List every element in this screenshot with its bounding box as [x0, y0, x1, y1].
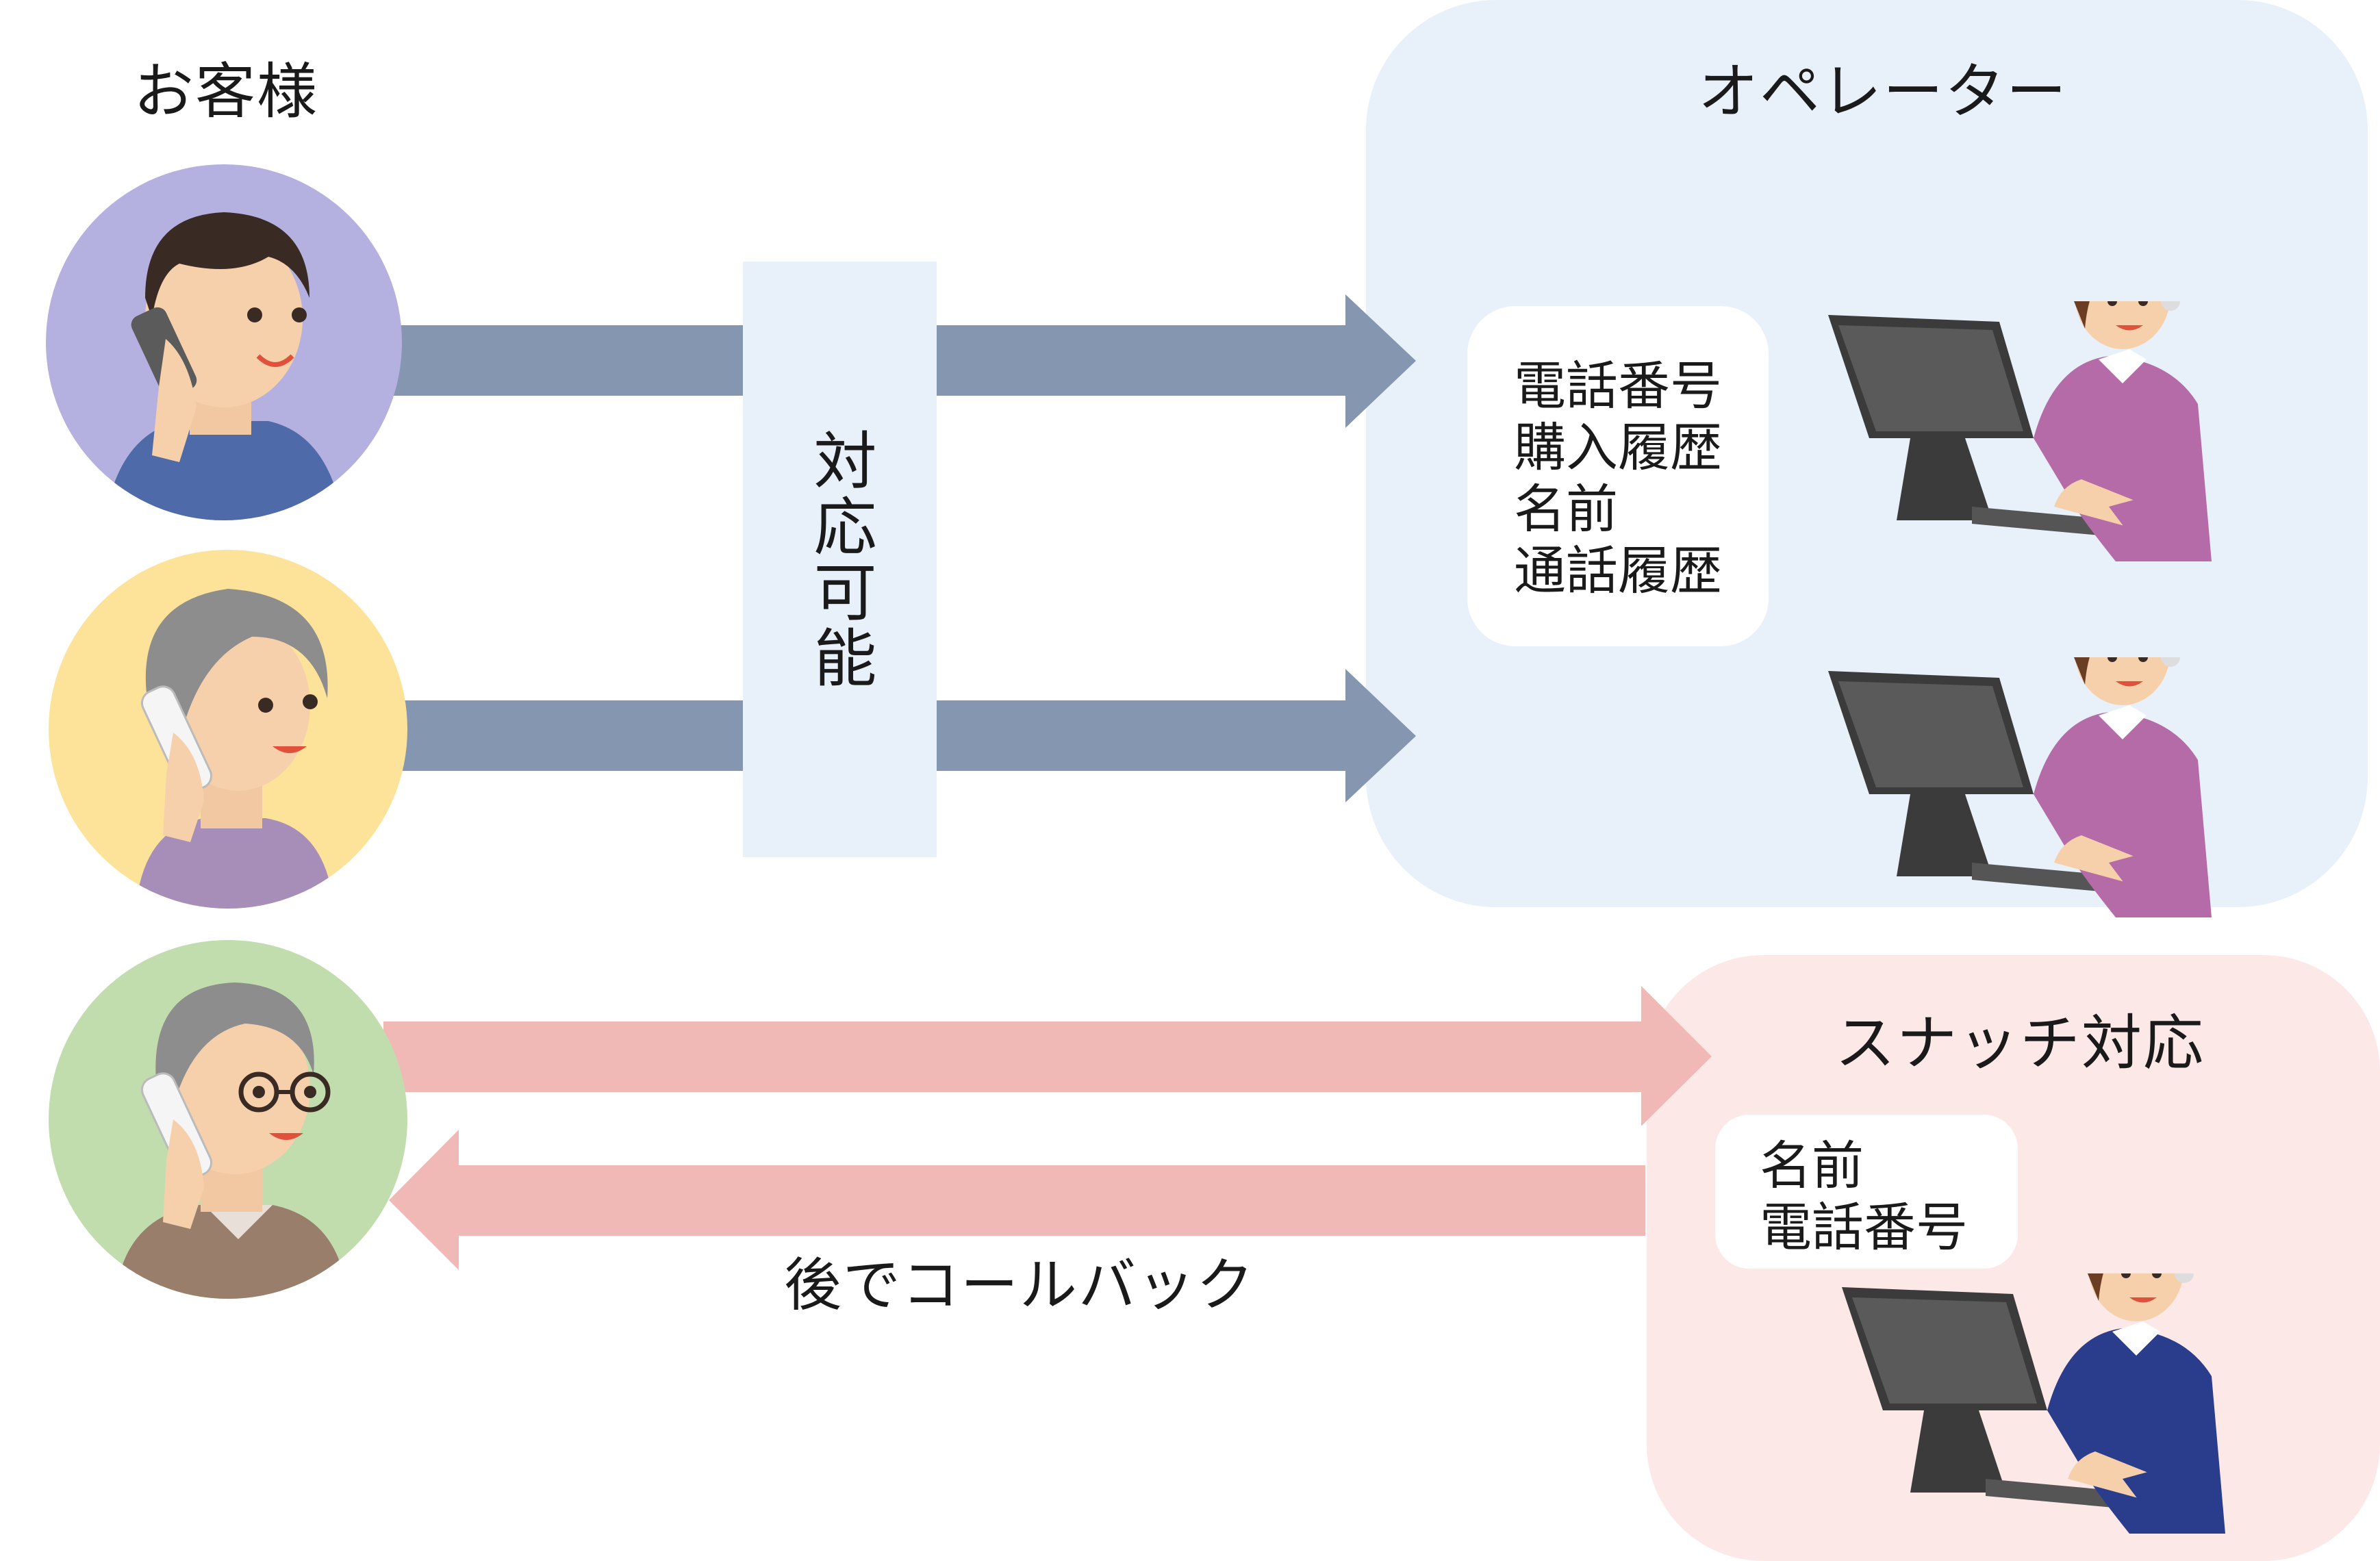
blue-arrow-2	[383, 669, 1416, 802]
young-man-on-phone-icon	[46, 164, 402, 520]
info-line: 名前	[1514, 479, 1618, 540]
pink-arrow-left	[389, 1130, 1645, 1270]
operator-icon-1	[1828, 219, 2239, 575]
operator-info-card: 電話番号 購入履歴 名前 通話履歴	[1467, 306, 1769, 646]
operator-icon-2	[1828, 575, 2239, 931]
snatch-title: スナッチ対応	[1835, 1008, 2205, 1078]
availability-label: 対応可能	[803, 428, 876, 691]
elderly-man-with-glasses-on-phone-icon	[49, 940, 407, 1299]
info-line: 通話履歴	[1514, 540, 1722, 601]
blue-arrow-1	[383, 294, 1416, 428]
elderly-woman-on-phone-icon	[49, 550, 407, 909]
operators-title: オペレーター	[1698, 56, 2068, 127]
info-line: 購入履歴	[1514, 417, 1722, 478]
info-line: 電話番号	[1760, 1197, 1968, 1258]
snatch-info-card: 名前 電話番号	[1715, 1115, 2018, 1269]
availability-box	[743, 262, 937, 857]
pink-arrow-right	[383, 986, 1712, 1126]
info-line: 電話番号	[1514, 355, 1722, 416]
customers-title: お客様	[134, 56, 319, 127]
info-line: 名前	[1760, 1135, 1864, 1196]
callback-label: 後でコールバック	[784, 1252, 1256, 1319]
